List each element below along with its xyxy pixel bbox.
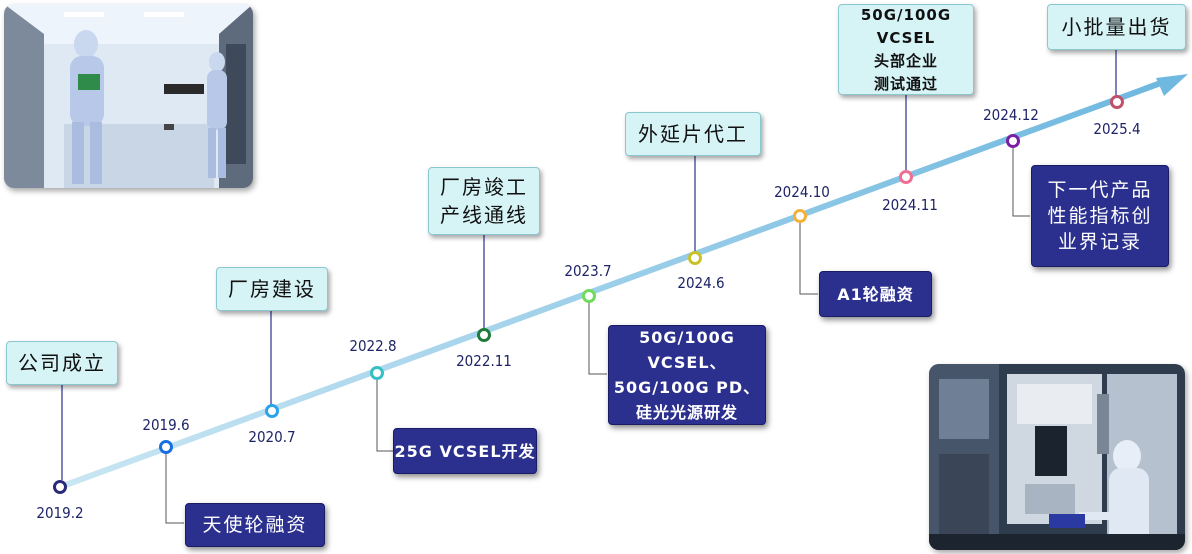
date-label: 2020.7 bbox=[248, 428, 296, 446]
timeline-dot-2024-10 bbox=[793, 209, 807, 223]
event-a1-round: A1轮融资 bbox=[819, 271, 932, 317]
date-label: 2019.6 bbox=[142, 416, 190, 434]
timeline-dot-2024-6 bbox=[688, 251, 702, 265]
timeline-dot-2025-4 bbox=[1110, 95, 1124, 109]
timeline-dot-2024-11 bbox=[899, 170, 913, 184]
timeline-dot-2019-6 bbox=[159, 440, 173, 454]
timeline-dot-2020-7 bbox=[265, 404, 279, 418]
milestone-factory-complete: 厂房竣工 产线通线 bbox=[428, 167, 540, 235]
connector-next-gen bbox=[1012, 147, 1030, 217]
milestone-small-batch: 小批量出货 bbox=[1047, 4, 1186, 50]
milestone-vcsel-test: 50G/100G VCSEL 头部企业 测试通过 bbox=[838, 4, 974, 95]
timeline-dot-2023-7 bbox=[582, 289, 596, 303]
timeline-axis bbox=[57, 81, 1161, 490]
connector-angel-round bbox=[165, 453, 184, 524]
timeline-dot-2019-2 bbox=[53, 480, 67, 494]
milestone-factory-build: 厂房建设 bbox=[216, 267, 328, 311]
timeline-dot-2022-11 bbox=[477, 328, 491, 342]
date-label: 2025.4 bbox=[1093, 120, 1141, 138]
milestone-founded: 公司成立 bbox=[6, 341, 118, 385]
event-next-gen: 下一代产品 性能指标创 业界记录 bbox=[1031, 165, 1169, 267]
date-label: 2022.11 bbox=[456, 352, 512, 370]
event-angel-round: 天使轮融资 bbox=[185, 503, 325, 547]
connector-rd-50g bbox=[588, 302, 607, 375]
date-label: 2019.2 bbox=[36, 504, 84, 522]
connector-vcsel-25g bbox=[376, 380, 393, 452]
date-label: 2024.6 bbox=[677, 274, 725, 292]
connector-a1-round bbox=[799, 222, 818, 295]
date-label: 2024.10 bbox=[774, 183, 830, 201]
timeline-arrowhead bbox=[1156, 74, 1188, 96]
milestone-epi-foundry: 外延片代工 bbox=[625, 112, 761, 156]
date-label: 2022.8 bbox=[349, 337, 397, 355]
timeline-dot-2024-12 bbox=[1006, 134, 1020, 148]
event-vcsel-25g: 25G VCSEL开发 bbox=[393, 428, 537, 474]
equipment-photo bbox=[929, 364, 1185, 550]
event-rd-50g: 50G/100G VCSEL、 50G/100G PD、 硅光光源研发 bbox=[608, 325, 766, 425]
date-label: 2023.7 bbox=[564, 262, 612, 280]
date-label: 2024.12 bbox=[983, 106, 1039, 124]
cleanroom-photo bbox=[4, 4, 253, 188]
date-label: 2024.11 bbox=[882, 196, 938, 214]
timeline-dot-2022-8 bbox=[370, 366, 384, 380]
